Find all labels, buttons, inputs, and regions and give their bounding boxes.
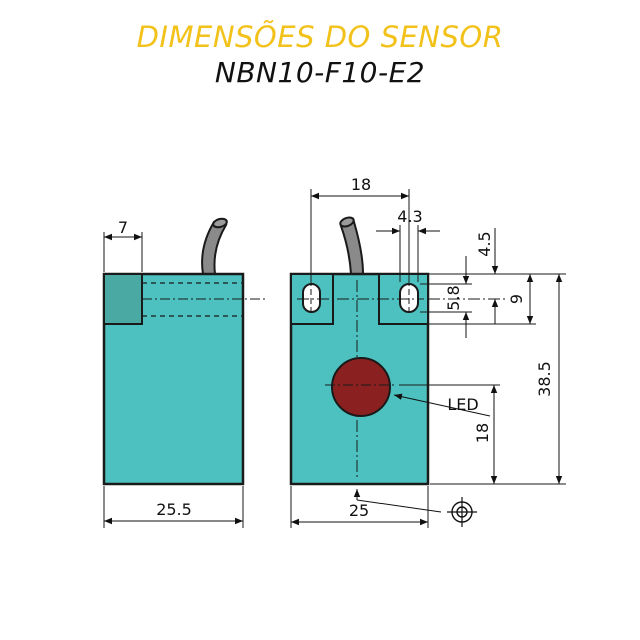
diagram-title: DIMENSÕES DO SENSOR — [136, 20, 504, 54]
dim-side-top-width: 7 — [118, 218, 128, 237]
side-view: 7 25.5 — [102, 217, 265, 528]
front-cable-end — [339, 216, 355, 228]
led-indicator — [331, 357, 391, 417]
led-leader — [393, 393, 491, 417]
dim-hole-height: 5.8 — [444, 285, 463, 310]
dim-led-height: 18 — [473, 423, 492, 443]
side-mounting-lug — [103, 273, 143, 325]
dim-hole-top-offset: 4.5 — [475, 231, 494, 256]
position-tolerance-target-icon — [447, 497, 477, 527]
dim-front-bottom-width: 25 — [349, 501, 369, 520]
dim-total-height: 38.5 — [535, 361, 554, 397]
dim-hole-pitch: 9 — [507, 294, 526, 304]
dim-side-bottom-width: 25.5 — [156, 500, 192, 519]
model-number: NBN10-F10-E2 — [214, 56, 426, 89]
dim-hole-width: 4.3 — [397, 207, 422, 226]
led-label: LED — [447, 395, 478, 414]
front-cable — [339, 220, 365, 275]
side-cable-end — [212, 217, 228, 229]
front-view: LED 18 4.3 4.5 5.8 9 38.5 — [289, 175, 566, 528]
side-cable — [201, 220, 228, 275]
dim-front-top-width: 18 — [351, 175, 371, 194]
